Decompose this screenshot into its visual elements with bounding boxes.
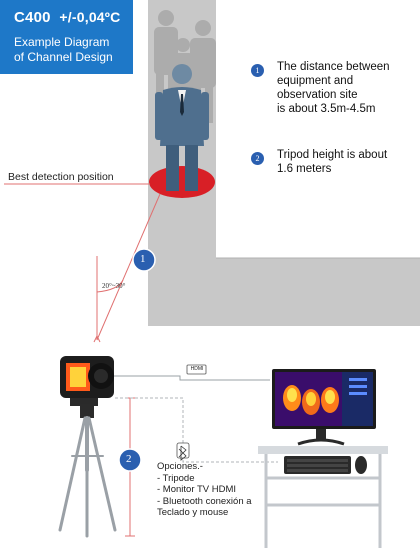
title-line-1: Example Diagram bbox=[14, 35, 110, 49]
sight-arrow bbox=[93, 334, 101, 343]
hdmi-label: HDMI bbox=[190, 366, 204, 372]
title-heading: C400 +/-0,04ºC bbox=[14, 9, 120, 26]
monitor bbox=[272, 369, 376, 446]
options-item: - Bluetooth conexión a bbox=[157, 495, 252, 507]
note-2-text: Tripod height is about 1.6 meters bbox=[277, 148, 387, 176]
mouse bbox=[355, 456, 367, 474]
options-list: Opciones.- - Tripode - Monitor TV HDMI -… bbox=[157, 461, 252, 519]
note-1-line: is about 3.5m-4.5m bbox=[277, 103, 376, 115]
detection-spot bbox=[149, 166, 215, 198]
sight-line bbox=[96, 193, 161, 341]
options-item: Teclado y mouse bbox=[157, 507, 229, 518]
note-1-line: equipment and bbox=[277, 75, 354, 87]
note-2-badge: 2 bbox=[251, 152, 264, 165]
title-line-2: of Channel Design bbox=[14, 50, 113, 64]
marker-2-number: 2 bbox=[126, 453, 132, 465]
note-2-line: Tripod height is about bbox=[277, 149, 388, 161]
bluetooth-icon bbox=[178, 445, 187, 461]
best-detection-label: Best detection position bbox=[8, 171, 114, 183]
note-1-badge: 1 bbox=[251, 64, 264, 77]
marker-1-number: 1 bbox=[140, 253, 146, 265]
tripod bbox=[58, 404, 117, 538]
note-1-line: The distance between bbox=[277, 61, 390, 73]
hdmi-cable bbox=[114, 375, 270, 381]
options-title: Opciones.- bbox=[157, 461, 203, 472]
title-model: C400 bbox=[14, 9, 51, 26]
note-1-text: The distance between equipment and obser… bbox=[277, 60, 390, 116]
angle-arc bbox=[96, 279, 124, 293]
title-box: C400 +/-0,04ºC Example Diagram of Channe… bbox=[0, 0, 133, 74]
bluetooth-link bbox=[115, 397, 278, 463]
note-1-line: observation site bbox=[277, 89, 358, 101]
note-2-line: 1.6 meters bbox=[277, 163, 332, 175]
marker-2-circle bbox=[118, 448, 142, 472]
title-accuracy: +/-0,04ºC bbox=[59, 9, 121, 25]
person-icon bbox=[155, 64, 209, 191]
angle-label: 20°~30° bbox=[102, 282, 126, 290]
options-item: - Monitor TV HDMI bbox=[157, 484, 237, 495]
hdmi-icon bbox=[186, 364, 207, 375]
marker-1-circle bbox=[132, 248, 156, 272]
thermal-camera bbox=[60, 356, 114, 406]
options-item: - Tripode bbox=[157, 472, 195, 484]
desk bbox=[258, 446, 388, 548]
